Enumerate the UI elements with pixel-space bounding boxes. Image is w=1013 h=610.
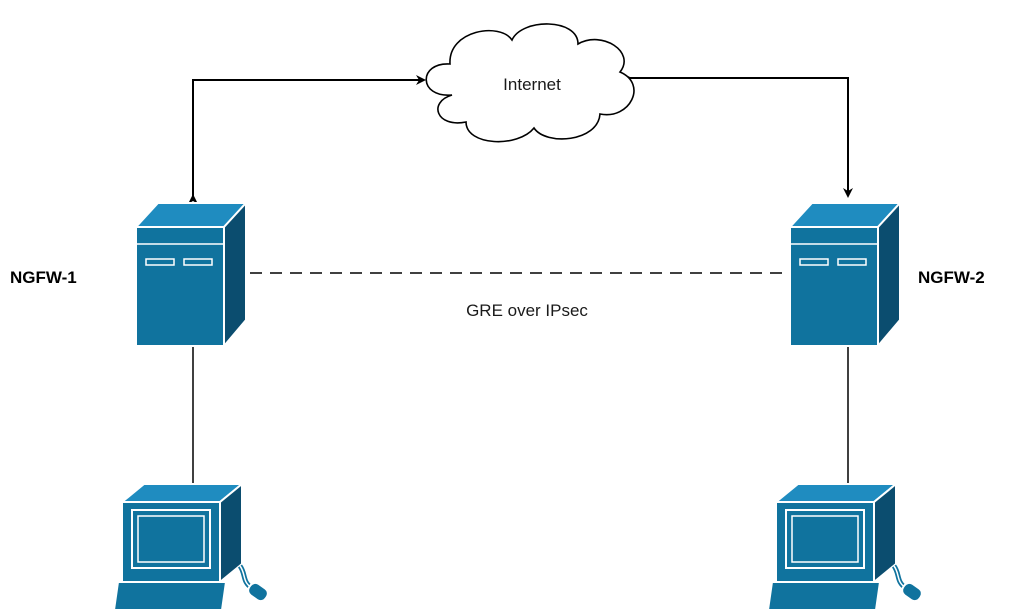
desktop-computer-icon [112, 481, 269, 610]
node-label-ngfw1: NGFW-1 [10, 268, 77, 287]
server-tower-icon [133, 200, 249, 349]
desktop-computer-icon [766, 481, 923, 610]
cloud-label: Internet [503, 75, 561, 94]
node-label-ngfw2: NGFW-2 [918, 268, 985, 287]
tunnel-label: GRE over IPsec [466, 301, 588, 320]
connector-ngfw1-internet [188, 75, 426, 204]
server-tower-icon [787, 200, 903, 349]
connector-internet-ngfw2 [622, 73, 853, 198]
cloud-icon [425, 23, 635, 143]
